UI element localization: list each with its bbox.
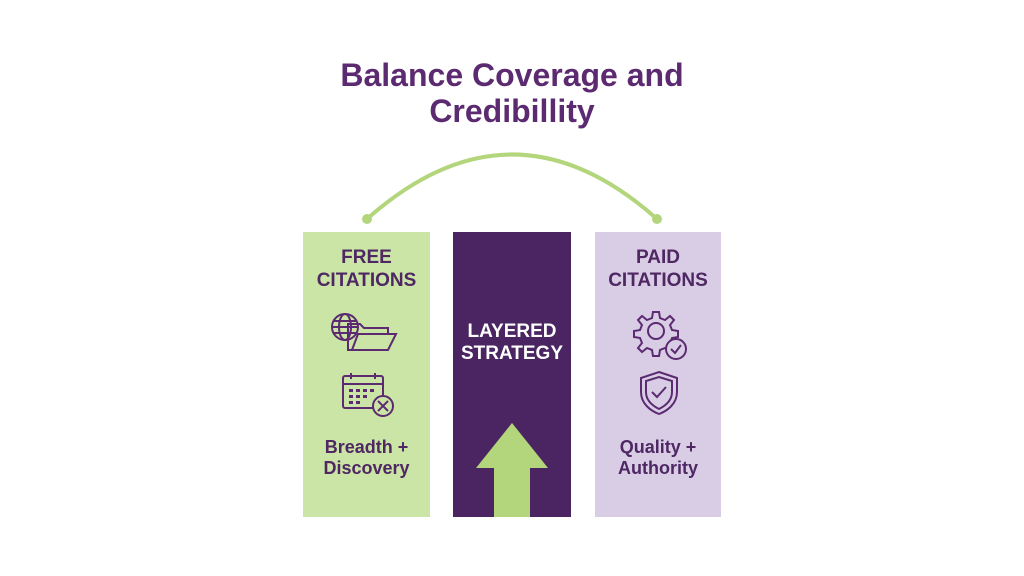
paid-heading-1: PAID [636,247,680,268]
shield-check-icon [640,370,678,416]
paid-citations-column: PAID CITATIONS Quality + Authority [595,232,721,517]
middle-heading-2: STRATEGY [460,343,564,364]
title-line-1: Balance Coverage and [340,57,684,93]
paid-sub-1: Quality + [619,437,697,457]
up-arrow-icon [476,423,548,517]
free-sub-1: Breadth + [324,437,409,457]
free-heading-1: FREE [341,247,392,268]
gear-check-icon [633,311,687,360]
free-heading-2: CITATIONS [316,270,417,291]
free-citations-column: FREE CITATIONS Breadth + Discovery [303,232,430,517]
middle-heading-1: LAYERED [467,321,557,342]
arc-endpoint-right [652,214,662,224]
globe-folder-icon [331,313,398,351]
title-line-2: Credibillity [429,93,595,129]
paid-sub-2: Authority [618,458,698,478]
paid-heading-2: CITATIONS [608,270,708,291]
free-sub-2: Discovery [323,458,410,478]
layered-strategy-column: LAYERED STRATEGY [453,232,571,517]
calendar-x-icon [342,373,394,417]
arc-endpoint-left [362,214,372,224]
